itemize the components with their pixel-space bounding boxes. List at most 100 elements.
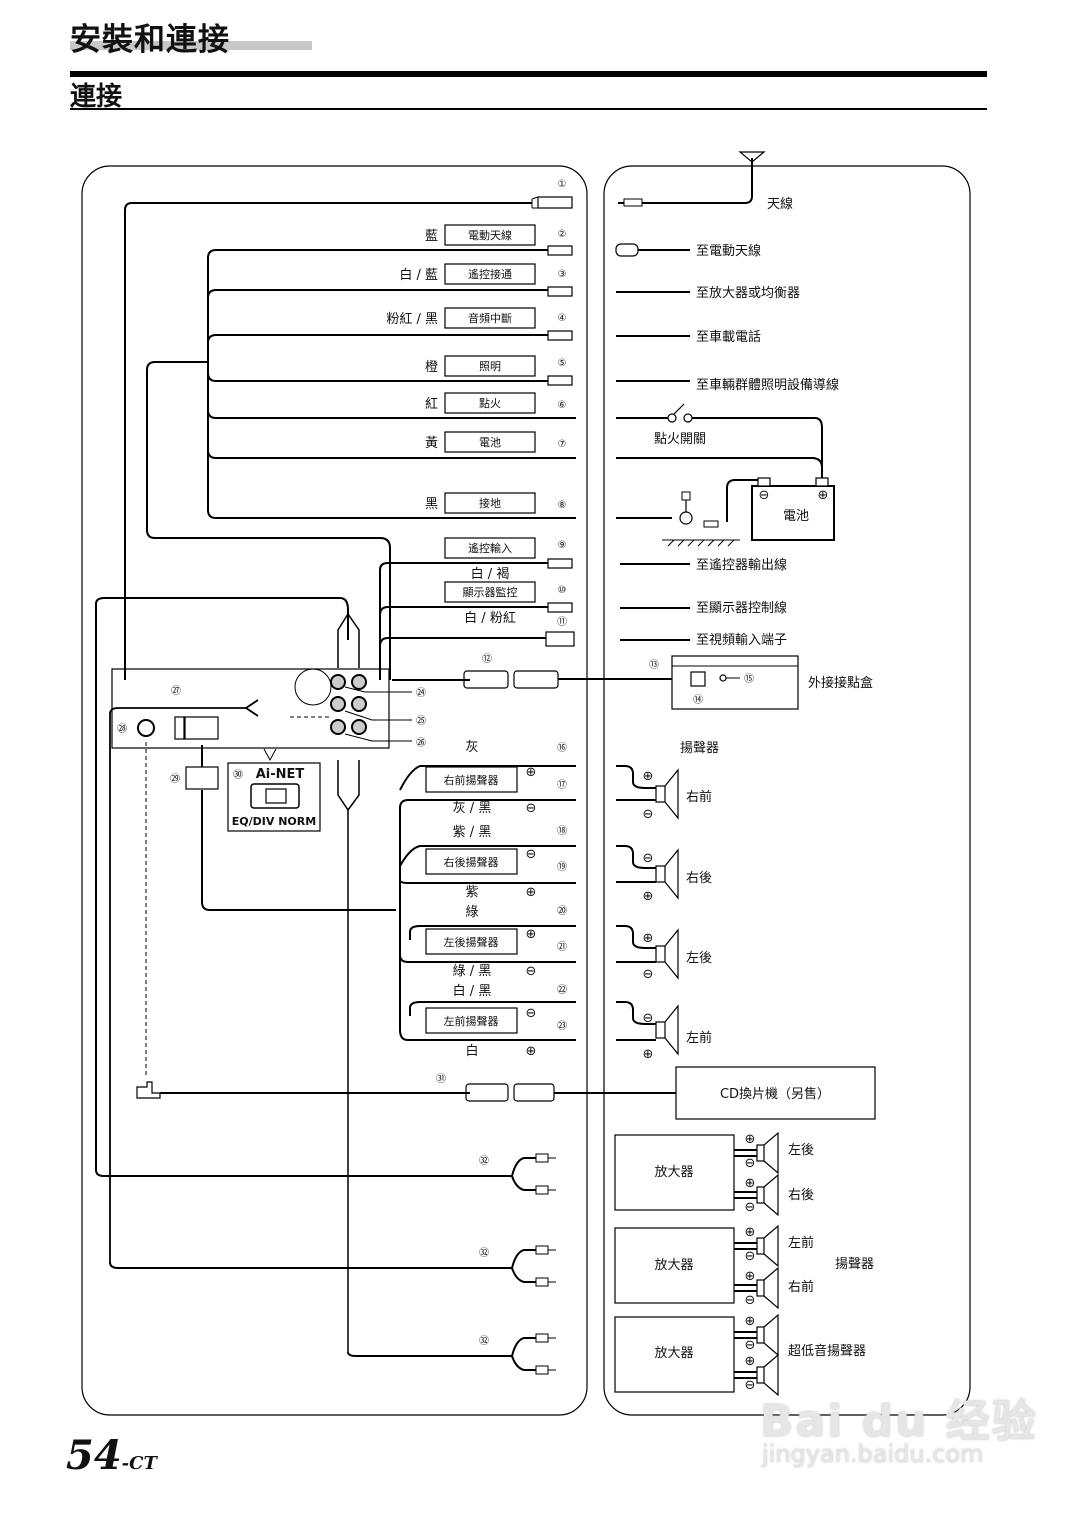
- wire-dest: 至車載電話: [696, 329, 761, 345]
- svg-text:⊖: ⊖: [745, 1338, 756, 1353]
- page-number: 54-CT: [66, 1432, 157, 1479]
- svg-text:⊕: ⊕: [745, 1314, 756, 1329]
- amp-speaker-name: 右後: [788, 1188, 814, 1203]
- wire-dest: 點火開關: [654, 432, 706, 447]
- speaker-box-label: 左前揚聲器: [444, 1014, 499, 1028]
- speaker-wire-num: ⑯: [557, 742, 567, 754]
- speakers-header: 揚聲器: [680, 740, 719, 756]
- wire-function: 點火: [479, 397, 501, 410]
- polarity-sign: ⊕: [526, 885, 537, 900]
- junction-sub-num: ⑭: [693, 694, 703, 706]
- rca-outputs: [95, 1153, 556, 1375]
- wire-dest: 至放大器或均衡器: [696, 286, 800, 301]
- wire-dest: 至電動天線: [696, 243, 761, 259]
- wire-color: 紅: [425, 397, 438, 412]
- speaker-wire-num: ⑱: [557, 825, 567, 837]
- wire-function: 電動天線: [468, 228, 512, 242]
- function-boxes: [425, 224, 536, 1034]
- cd-changer-cable: [136, 1066, 876, 1120]
- wire-num: ③: [558, 269, 567, 280]
- speaker-wire-num: ㉑: [557, 941, 567, 953]
- battery-neg: ⊖: [759, 488, 770, 503]
- svg-text:⊖: ⊖: [643, 1011, 654, 1026]
- wire-dest: 天線: [767, 196, 793, 212]
- svg-text:⊖: ⊖: [643, 967, 654, 982]
- speaker-wire-color: 綠: [465, 905, 478, 920]
- label-26: ㉖: [416, 737, 426, 749]
- speaker-wire-color: 綠 / 黑: [453, 964, 492, 979]
- speaker-name: 左前: [686, 1030, 712, 1046]
- harness-bus: [146, 249, 576, 680]
- svg-text:⊕: ⊕: [643, 1047, 654, 1062]
- label-24: ㉔: [416, 687, 426, 699]
- wire-color: 白 / 粉紅: [464, 610, 516, 626]
- page-number-value: 54: [66, 1432, 122, 1479]
- svg-text:⊖: ⊖: [745, 1378, 756, 1393]
- speaker-box-label: 右前揚聲器: [444, 773, 499, 787]
- amp-speaker-name: 左前: [788, 1235, 814, 1251]
- svg-text:⊖: ⊖: [643, 807, 654, 822]
- speaker-name: 右後: [686, 871, 712, 886]
- page-title: 安裝和連接: [70, 22, 230, 58]
- battery-pos: ⊕: [818, 488, 829, 503]
- ainet-title: Ai-NET: [256, 767, 305, 782]
- amp-speaker-name: 右前: [788, 1279, 814, 1295]
- svg-text:⊕: ⊕: [643, 931, 654, 946]
- svg-text:⊖: ⊖: [745, 1293, 756, 1308]
- wire-color: 藍: [425, 229, 438, 244]
- rca-num: ㉜: [479, 1335, 489, 1347]
- wire-color: 白 / 褐: [471, 566, 510, 582]
- junction-num: ⑬: [649, 659, 659, 671]
- wire-num: ⑦: [558, 439, 567, 450]
- polarity-sign: ⊕: [526, 765, 537, 780]
- speaker-name: 左後: [686, 951, 712, 966]
- wire-num: ⑩: [558, 585, 567, 596]
- svg-text:⊕: ⊕: [745, 1354, 756, 1369]
- speaker-wire-num: ⑲: [557, 861, 567, 873]
- wire-num: ⑤: [558, 358, 567, 369]
- junction-sub-num: ⑮: [744, 673, 754, 685]
- label-27: ㉗: [171, 685, 181, 697]
- svg-text:⊖: ⊖: [745, 1249, 756, 1264]
- speaker-wire-num: ㉒: [557, 984, 567, 996]
- wire-color: 橙: [425, 360, 438, 375]
- wire-function: 接地: [479, 497, 501, 510]
- wire-color: 粉紅 / 黑: [386, 312, 438, 327]
- section-rule: [70, 71, 987, 77]
- wire-labels: ① 天線 藍 電動天線 ② 至電動天線 白 / 藍 遙控接通 ③ 至放大器或均衡…: [386, 179, 873, 706]
- aux-lines: [379, 562, 799, 710]
- wire-num: ⑥: [558, 400, 567, 411]
- left-panel: [81, 165, 588, 1416]
- svg-text:⊕: ⊕: [745, 1132, 756, 1147]
- svg-text:⊖: ⊖: [745, 1156, 756, 1171]
- watermark-url: jingyan.baidu.com: [762, 1440, 984, 1468]
- watermark-brand: Bai du 经验: [760, 1396, 1038, 1447]
- amp-speaker-name: 左後: [788, 1143, 814, 1158]
- section-title: 連接: [70, 82, 123, 112]
- amp-label: 放大器: [654, 1258, 693, 1273]
- speaker-box-label: 右後揚聲器: [444, 855, 499, 869]
- speaker-wire-color: 白: [465, 1043, 478, 1059]
- polarity-sign: ⊖: [526, 964, 537, 979]
- wire-function: 電池: [479, 436, 501, 449]
- label-29: ㉙: [170, 773, 180, 785]
- wire-dest: 至車輛群體照明設備導線: [696, 377, 839, 393]
- rca-num: ㉜: [479, 1247, 489, 1259]
- amp-label: 放大器: [654, 1346, 693, 1361]
- antenna-wire: [124, 151, 766, 680]
- speaker-wire-color: 紫 / 黑: [453, 825, 492, 840]
- page-number-suffix: -CT: [121, 1453, 157, 1474]
- speaker-wire-num: ⑰: [557, 779, 567, 791]
- head-unit-rear: [95, 597, 412, 1352]
- wire-dest: 至顯示器控制線: [696, 600, 787, 616]
- wire-dest: 至遙控器輸出線: [696, 557, 787, 573]
- speaker-wire-num: ⑳: [557, 905, 567, 917]
- ainet-mode: EQ/DIV NORM: [232, 815, 316, 828]
- speaker-labels: 揚聲器 灰 ⑯ 右前揚聲器 ⊕ ⑰ 灰 / 黑 ⊖ 右前 紫 / 黑 ⑱ 右後揚…: [444, 740, 720, 1059]
- bottom-labels: ㉛ CD換片機（另售） ㉜ ㉜ ㉜ 放大器 放大器 放大器 左後 右後 左前 右…: [436, 769, 874, 1393]
- wire-function: 音頻中斷: [468, 311, 512, 325]
- title-underline-bar: [70, 41, 312, 50]
- svg-text:⊖: ⊖: [643, 851, 654, 866]
- wire-function: 遙控輸入: [468, 541, 512, 555]
- speaker-wire-num: ㉓: [557, 1020, 567, 1032]
